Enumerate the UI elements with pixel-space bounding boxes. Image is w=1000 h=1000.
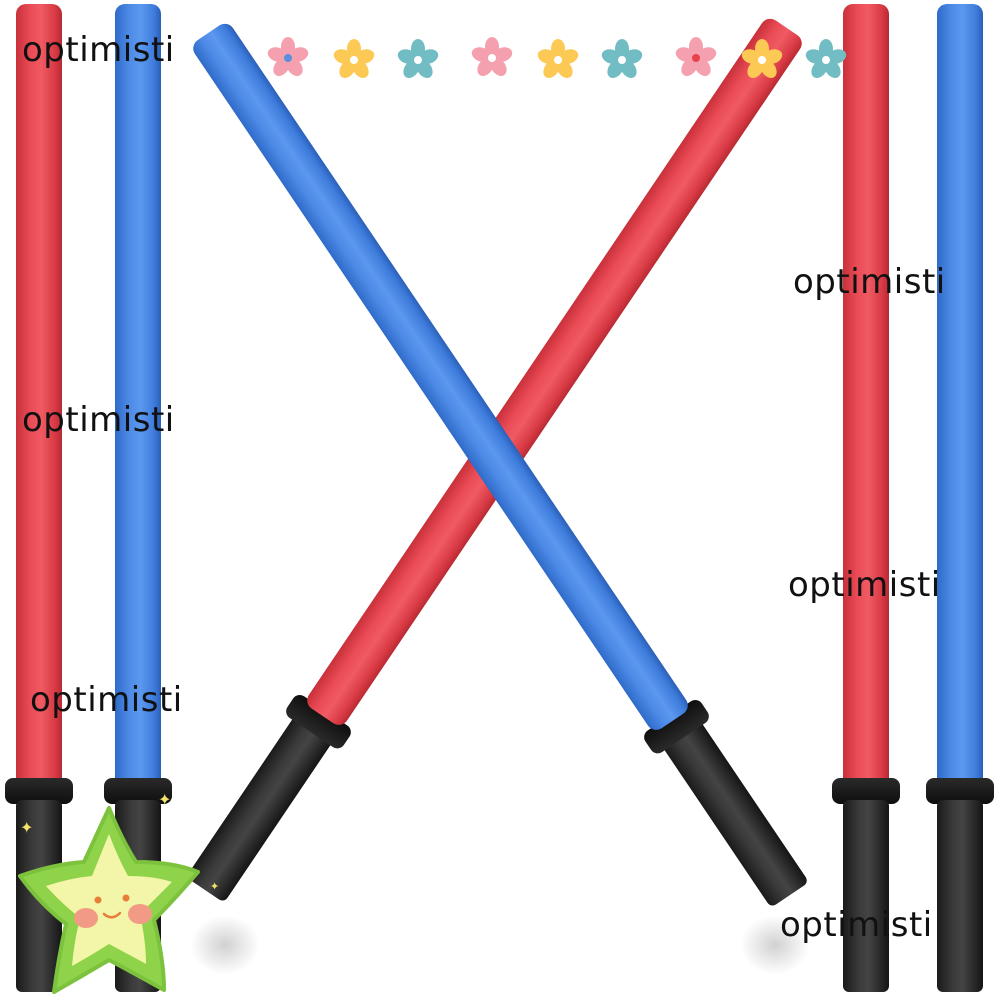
right-blue-sword-handle (937, 800, 983, 992)
flower-pink-icon (471, 37, 513, 76)
watermark-text: optimisti (793, 262, 946, 302)
left-red-sword-blade (16, 4, 62, 794)
flower-pink-icon (267, 37, 309, 76)
flower-teal-icon (805, 39, 847, 78)
watermark-text: optimisti (22, 400, 175, 440)
left-blue-sword-guard (104, 778, 172, 804)
right-blue-sword-guard (926, 778, 994, 804)
flower-yellow-icon (741, 39, 783, 78)
flower-yellow-icon (537, 39, 579, 78)
reflection-left (190, 915, 260, 975)
crossed-red-sword-handle (185, 711, 336, 903)
right-blue-sword-blade (937, 4, 983, 794)
flower-teal-icon (397, 39, 439, 78)
reflection-right (740, 915, 810, 975)
left-blue-sword-blade (115, 4, 161, 794)
flower-teal-icon (601, 39, 643, 78)
watermark-text: optimisti (30, 680, 183, 720)
crossed-red-sword-blade (303, 14, 806, 729)
smiling-star-sticker (18, 806, 200, 994)
left-red-sword-guard (5, 778, 73, 804)
flower-yellow-icon (333, 39, 375, 78)
right-red-sword-guard (832, 778, 900, 804)
sparkle-icon: ✦ (20, 818, 34, 837)
sparkle-icon: ✦ (158, 790, 172, 809)
crossed-blue-sword-blade (189, 19, 692, 734)
watermark-text: optimisti (22, 30, 175, 70)
sparkle-icon: ✦ (210, 880, 220, 893)
flower-pink-icon (675, 37, 717, 76)
crossed-blue-sword-handle (659, 716, 810, 908)
watermark-text: optimisti (780, 905, 933, 945)
right-red-sword-handle (843, 800, 889, 992)
watermark-text: optimisti (788, 565, 941, 605)
right-red-sword-blade (843, 4, 889, 794)
